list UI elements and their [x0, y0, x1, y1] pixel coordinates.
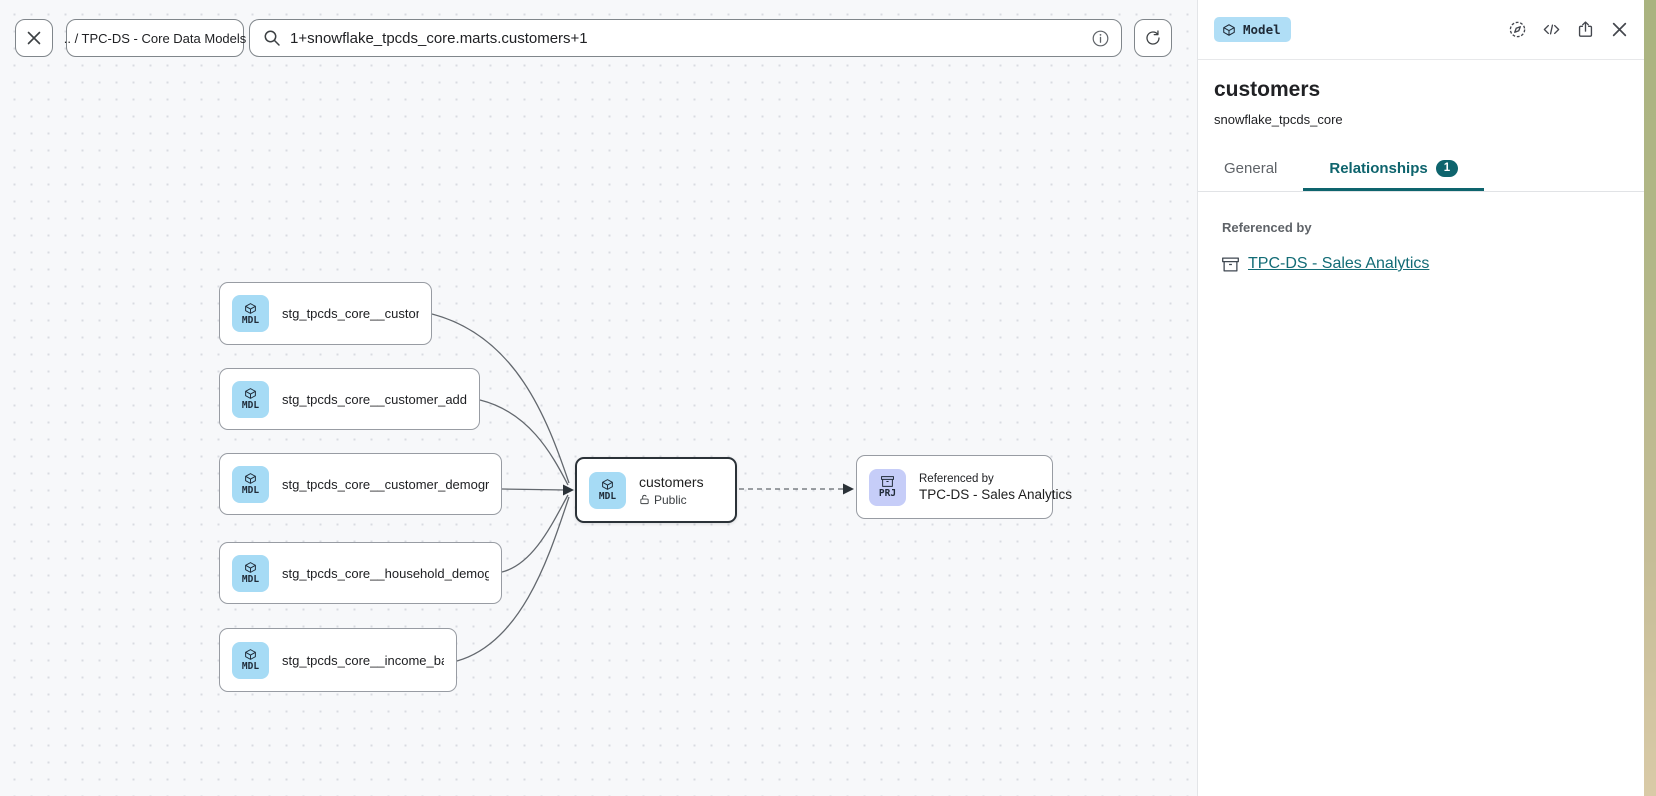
relationships-count-badge: 1 [1435, 159, 1459, 178]
node-label: stg_tpcds_core__income_band [282, 652, 444, 668]
node-stg-tpcds-core-income-band[interactable]: MDL stg_tpcds_core__income_band [219, 628, 457, 692]
close-panel-button[interactable] [1604, 15, 1634, 45]
referenced-project-link[interactable]: TPC-DS - Sales Analytics [1248, 255, 1430, 272]
lineage-edges [431, 313, 854, 662]
node-label: stg_tpcds_core__customer_demogra… [282, 476, 489, 492]
wallpaper-edge-strip [1644, 0, 1656, 796]
search-icon [263, 29, 281, 47]
share-button[interactable] [1570, 15, 1600, 45]
close-lineage-button[interactable] [15, 19, 53, 57]
tab-relationships[interactable]: Relationships 1 [1303, 149, 1485, 191]
model-cube-icon: MDL [232, 554, 269, 592]
compass-icon [1508, 20, 1527, 39]
panel-tabs: General Relationships 1 [1198, 149, 1644, 192]
node-label: stg_tpcds_core__customer [282, 306, 419, 321]
node-stg-tpcds-core-customer[interactable]: MDL stg_tpcds_core__customer [219, 282, 432, 345]
model-cube-icon: MDL [232, 641, 269, 679]
node-stg-tpcds-core-household-demographics[interactable]: MDL stg_tpcds_core__household_demogr… [219, 542, 502, 604]
model-cube-icon: MDL [589, 471, 626, 509]
model-cube-icon: MDL [232, 465, 269, 503]
breadcrumb-label: .. / TPC-DS - Core Data Models [63, 30, 247, 46]
model-cube-icon [1222, 23, 1236, 37]
access-level: Public [639, 493, 704, 507]
panel-title-block: customers snowflake_tpcds_core [1198, 60, 1644, 127]
unlock-icon [639, 494, 650, 505]
refresh-button[interactable] [1134, 19, 1172, 57]
node-referenced-project[interactable]: PRJ Referenced by TPC-DS - Sales Analyti… [856, 455, 1072, 519]
project-archive-icon [1222, 256, 1239, 273]
model-cube-icon: MDL [232, 380, 269, 418]
page-title: customers [1214, 78, 1321, 101]
referenced-project-row: TPC-DS - Sales Analytics [1222, 255, 1620, 273]
panel-header: Model [1198, 0, 1644, 60]
node-label: stg_tpcds_core__household_demogr… [282, 565, 489, 581]
project-subtitle: snowflake_tpcds_core [1214, 112, 1343, 127]
node-stg-tpcds-core-customer-demographics[interactable]: MDL stg_tpcds_core__customer_demogra… [219, 453, 502, 515]
search-input[interactable] [290, 29, 1083, 47]
close-icon [1611, 21, 1628, 38]
info-icon[interactable] [1092, 30, 1109, 47]
model-cube-icon: MDL [232, 295, 269, 332]
share-icon [1576, 20, 1595, 39]
node-customers-selected[interactable]: MDL customers Public [575, 457, 737, 523]
node-label: stg_tpcds_core__customer_address [282, 391, 467, 407]
code-icon [1542, 20, 1561, 39]
view-code-button[interactable] [1536, 15, 1566, 45]
node-title: customers [639, 473, 704, 490]
tab-general[interactable]: General [1224, 160, 1278, 177]
referenced-by-label: Referenced by [919, 472, 994, 485]
explore-lineage-button[interactable] [1502, 15, 1532, 45]
refresh-icon [1144, 29, 1162, 47]
project-name: TPC-DS - Sales Analytics [919, 486, 1073, 502]
project-archive-icon: PRJ [869, 468, 906, 506]
details-panel: Model customers snowflake_tpcds_core [1197, 0, 1644, 796]
lineage-canvas[interactable]: .. / TPC-DS - Core Data Models MDL stg_t… [0, 0, 1197, 796]
relationships-content: Referenced by TPC-DS - Sales Analytics [1198, 192, 1644, 301]
referenced-by-heading: Referenced by [1222, 220, 1312, 235]
close-icon [26, 30, 42, 46]
resource-type-badge: Model [1214, 17, 1291, 42]
lineage-search [249, 19, 1122, 57]
node-stg-tpcds-core-customer-address[interactable]: MDL stg_tpcds_core__customer_address [219, 368, 480, 430]
breadcrumb[interactable]: .. / TPC-DS - Core Data Models [63, 19, 247, 57]
